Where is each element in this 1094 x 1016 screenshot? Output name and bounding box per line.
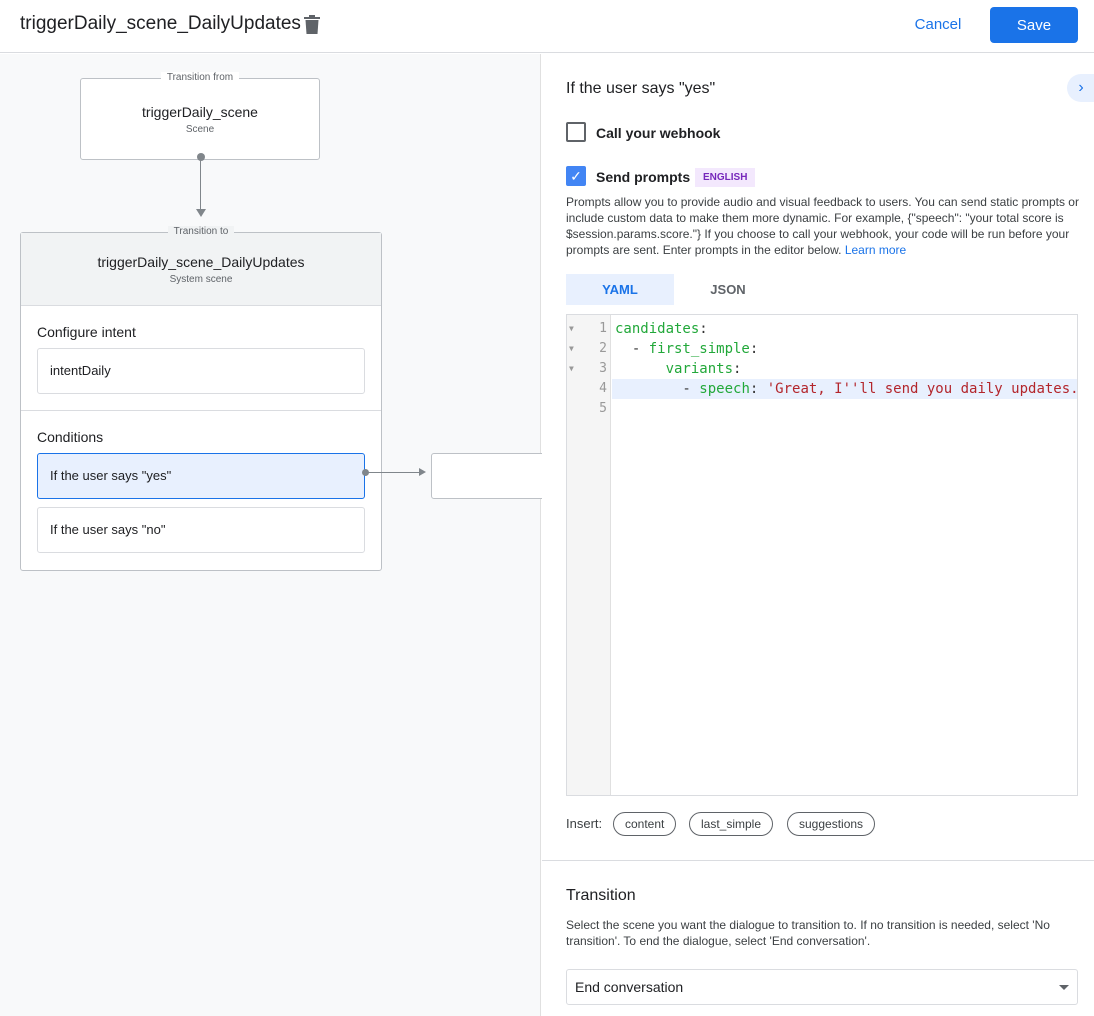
send-prompts-label: Send prompts <box>596 169 691 185</box>
to-scene-name: triggerDaily_scene_DailyUpdates <box>97 254 305 270</box>
scene-canvas: Transition from triggerDaily_scene Scene… <box>0 54 551 1016</box>
connector-dot <box>362 469 369 476</box>
line-number: 3 <box>599 361 607 376</box>
top-bar: triggerDaily_scene_DailyUpdates Cancel S… <box>0 0 1094 53</box>
connector-dot <box>197 153 205 161</box>
line-number: 2 <box>599 341 607 356</box>
description-text: Prompts allow you to provide audio and v… <box>566 195 1079 257</box>
arrow-down-icon <box>196 209 206 217</box>
conditions-heading: Conditions <box>37 429 104 445</box>
transition-description: Select the scene you want the dialogue t… <box>566 918 1050 948</box>
language-badge: ENGLISH <box>695 168 756 187</box>
condition-no[interactable]: If the user says "no" <box>37 507 365 553</box>
webhook-label: Call your webhook <box>596 125 721 141</box>
transition-to-label: Transition to <box>167 226 235 237</box>
section-divider <box>542 860 1094 861</box>
intent-card[interactable]: intentDaily <box>37 348 365 394</box>
dropdown-arrow-icon <box>1059 985 1069 990</box>
arrow-right-icon <box>419 468 426 476</box>
page-title: triggerDaily_scene_DailyUpdates <box>20 13 301 34</box>
code-key: first_simple <box>648 341 750 357</box>
insert-chip-suggestions[interactable]: suggestions <box>787 812 876 836</box>
insert-label: Insert: <box>566 816 603 831</box>
save-button[interactable]: Save <box>990 7 1078 43</box>
check-icon: ✓ <box>570 168 582 184</box>
prompts-description: Prompts allow you to provide audio and v… <box>566 194 1081 258</box>
condition-yes[interactable]: If the user says "yes" <box>37 453 365 499</box>
line-number: 4 <box>599 381 607 396</box>
learn-more-link[interactable]: Learn more <box>844 243 907 257</box>
tab-yaml[interactable]: YAML <box>566 274 674 305</box>
panel-title: If the user says "yes" <box>566 80 716 97</box>
insert-chip-last-simple[interactable]: last_simple <box>689 812 774 836</box>
fold-icon[interactable]: ▼ <box>569 364 574 373</box>
transition-from-node[interactable]: Transition from triggerDaily_scene Scene <box>80 72 320 160</box>
webhook-checkbox[interactable] <box>566 122 586 142</box>
to-scene-type: System scene <box>169 274 233 285</box>
code-key: candidates <box>615 321 700 337</box>
line-number: 5 <box>599 401 607 416</box>
transition-heading: Transition <box>566 887 636 904</box>
code-key: speech <box>699 381 750 397</box>
transition-select[interactable]: End conversation <box>566 969 1078 1005</box>
transition-selected-value: End conversation <box>575 979 684 995</box>
tab-json[interactable]: JSON <box>710 282 746 297</box>
chevron-right-icon[interactable]: › <box>1067 74 1094 102</box>
delete-icon[interactable] <box>304 15 320 34</box>
connector-line <box>200 160 201 210</box>
send-prompts-checkbox[interactable]: ✓ <box>566 166 586 186</box>
target-scene-node[interactable] <box>431 453 551 499</box>
transition-from-label: Transition from <box>160 72 240 83</box>
from-scene-type: Scene <box>185 124 215 135</box>
code-string: 'Great, I''ll send you daily updates. <box>766 381 1079 397</box>
line-number: 1 <box>599 321 607 336</box>
from-scene-name: triggerDaily_scene <box>142 104 258 120</box>
fold-icon[interactable]: ▼ <box>569 344 574 353</box>
insert-chip-content[interactable]: content <box>613 812 677 836</box>
configure-intent-heading: Configure intent <box>37 324 136 340</box>
fold-icon[interactable]: ▼ <box>569 324 574 333</box>
cancel-button[interactable]: Cancel <box>902 8 974 42</box>
code-key: variants <box>665 361 734 377</box>
connector-line <box>368 472 420 473</box>
editor-gutter <box>567 315 611 795</box>
